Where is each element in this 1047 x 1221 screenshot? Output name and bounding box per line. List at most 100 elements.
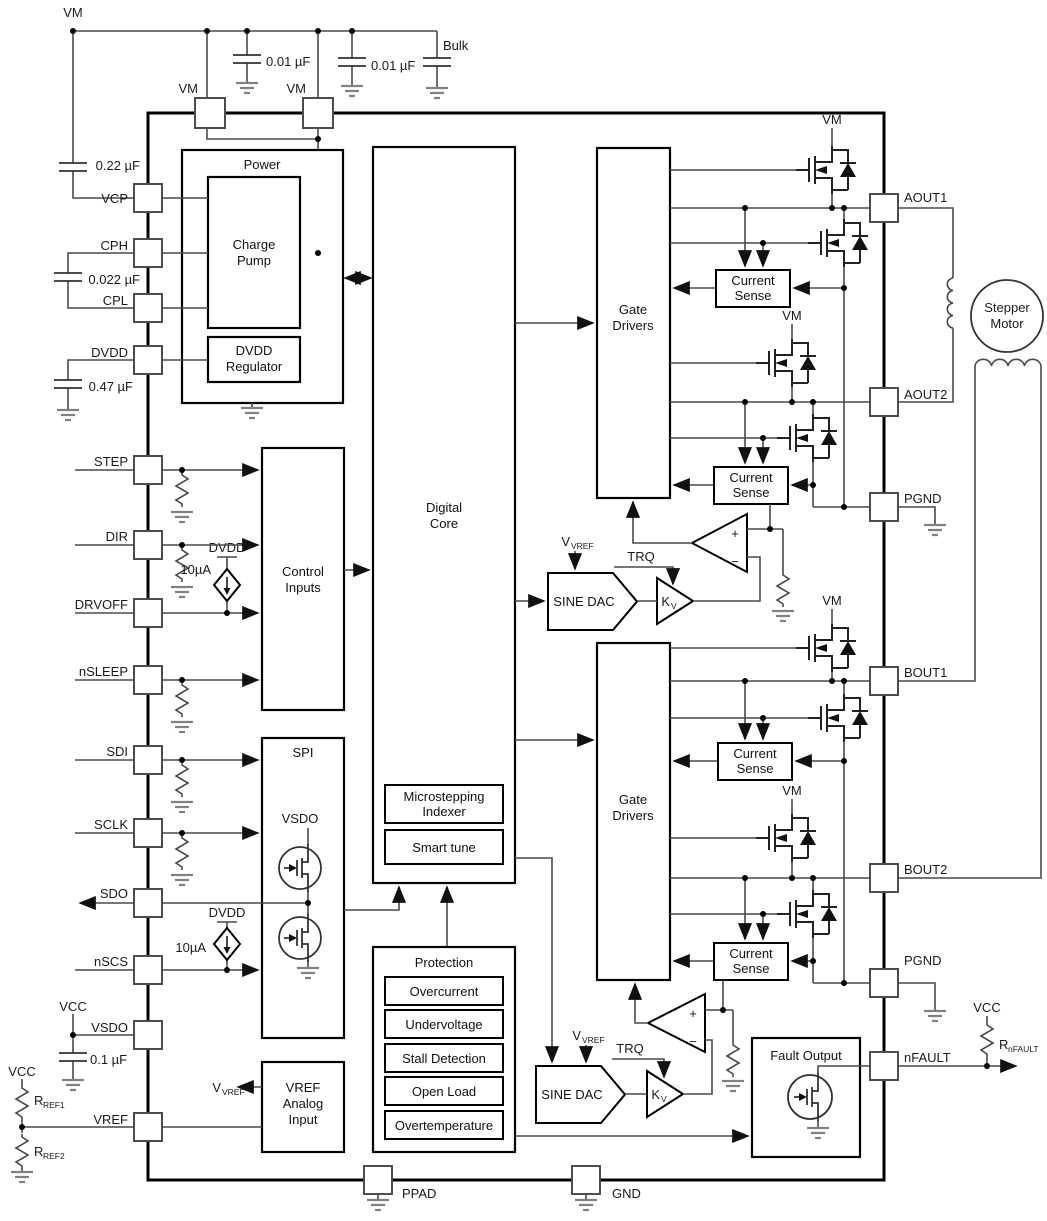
open-load-label: Open Load: [412, 1084, 476, 1099]
pin-nscs: [133, 955, 163, 985]
pin-sclk: [133, 818, 163, 848]
fault-output-title: Fault Output: [770, 1048, 842, 1063]
regulation-chain-b: + − SINE DAC V VREF TRQ K V: [535, 980, 746, 1124]
bias-source-nscs: DVDD 10µA: [175, 905, 245, 970]
cs-a2-l1: Current: [729, 470, 773, 485]
fet-b-low2-icon: [776, 889, 838, 939]
block-smart-tune: [384, 829, 504, 865]
pin-label-dvdd: DVDD: [91, 345, 128, 360]
chip-boundary: [146, 111, 886, 1182]
cs-b1-l1: Current: [733, 746, 777, 761]
block-current-sense-a2: [713, 466, 789, 505]
digital-core-l1: Digital: [426, 500, 462, 515]
ground-icon: [424, 86, 450, 100]
pin-ppad: [363, 1165, 393, 1195]
vcc-label-nfault: VCC: [973, 1000, 1000, 1015]
sine-dac-a-label: SINE DAC: [553, 594, 614, 609]
resistor-rnfault: [980, 1021, 994, 1058]
pin-bout2: [869, 863, 899, 893]
fault-fet-icon: [787, 1074, 833, 1120]
pin-label-nfault: nFAULT: [904, 1050, 951, 1065]
block-stall-detection: [384, 1043, 504, 1073]
right-grounds: [898, 506, 948, 1023]
cs-b2-l1: Current: [729, 946, 773, 961]
comp-a-minus: −: [731, 554, 739, 569]
pin-label-sdo: SDO: [100, 886, 128, 901]
capacitor-047uf: [53, 379, 83, 389]
winding-b-coil-icon: [974, 358, 1042, 367]
block-gate-drivers-a: [595, 146, 672, 500]
resistor-rref1: [15, 1084, 29, 1121]
comp-a-plus: +: [731, 526, 739, 541]
dvdd-reg-l1: DVDD: [236, 343, 273, 358]
fet-b-low1-icon: [807, 693, 869, 743]
half-bridge-a: VM VM: [670, 112, 870, 508]
pin-label-cpl: CPL: [103, 293, 128, 308]
pin-label-dir: DIR: [106, 529, 128, 544]
block-digital-core: [371, 145, 517, 885]
capacitor-bulk: [422, 57, 452, 67]
pin-cpl: [133, 293, 163, 323]
ground-icon: [922, 523, 948, 537]
block-power-title: Power: [244, 157, 282, 172]
pin-bout1: [869, 666, 899, 696]
ground-icon: [339, 84, 365, 98]
pin-nfault: [869, 1051, 899, 1081]
undervoltage-label: Undervoltage: [405, 1017, 482, 1032]
overcurrent-label: Overcurrent: [410, 984, 479, 999]
rref2-label-base: R: [34, 1144, 43, 1159]
capacitor-022uf: [58, 162, 88, 172]
protection-title: Protection: [415, 955, 474, 970]
cap-01-label: 0.1 µF: [90, 1052, 127, 1067]
block-overcurrent: [384, 976, 504, 1006]
vsdo-internal-label: VSDO: [282, 811, 319, 826]
cap-022-label: 0.22 µF: [96, 158, 140, 173]
sine-dac-b-icon: [535, 1065, 627, 1124]
block-current-sense-a1: [715, 269, 791, 308]
pin-label-bout1: BOUT1: [904, 665, 947, 680]
control-inputs-l1: Control: [282, 564, 324, 579]
cap-001-label-2: 0.01 µF: [371, 58, 415, 73]
fet-b-high2-icon: [755, 813, 817, 863]
capacitor-0022uf: [53, 272, 83, 282]
digital-core-l2: Core: [430, 516, 458, 531]
stepper-motor-icon: [970, 279, 1044, 353]
pin-label-pgnd-b: PGND: [904, 953, 942, 968]
pin-label-vm-2: VM: [287, 81, 307, 96]
smart-tune-label: Smart tune: [412, 840, 476, 855]
vref-block-l2: Analog: [283, 1096, 323, 1111]
charge-pump-l2: Pump: [237, 253, 271, 268]
pin-label-vsdo: VSDO: [91, 1020, 128, 1035]
overtemperature-label: Overtemperature: [395, 1118, 493, 1133]
junction-dots: [19, 28, 990, 1130]
vcc-label-vref: VCC: [8, 1064, 35, 1079]
kv-b-base: K: [651, 1087, 660, 1102]
pin-vref: [133, 1112, 163, 1142]
input-arrows: [162, 462, 308, 978]
block-undervoltage: [384, 1009, 504, 1039]
kv-b-sub: V: [661, 1094, 667, 1104]
gate-drivers-a-l2: Drivers: [612, 318, 654, 333]
pin-vm-2: [302, 97, 334, 129]
comparator-a-icon: [689, 512, 748, 574]
resistor-rref2: [15, 1133, 29, 1170]
ground-icon: [365, 1198, 391, 1212]
fet-a-high2-icon: [755, 338, 817, 388]
rref2-label-sub: REF2: [43, 1151, 65, 1161]
pin-vsdo: [133, 1020, 163, 1050]
dvdd-rail-label-1: DVDD: [209, 540, 246, 555]
pin-aout2: [869, 387, 899, 417]
fet-a-low1-icon: [807, 218, 869, 268]
control-inputs-l2: Inputs: [285, 580, 321, 595]
pin-sdi: [133, 745, 163, 775]
digital-core-arrows: [344, 315, 595, 1064]
regulation-chain-a: + − SINE DAC V VREF TRQ K V: [547, 500, 796, 631]
vvref-out-base: V: [212, 1080, 221, 1095]
block-control-inputs: [260, 446, 346, 712]
cap-001-label-1: 0.01 µF: [266, 54, 310, 69]
right-pin-labels: AOUT1 AOUT2 PGND BOUT1 BOUT2 PGND nFAULT: [904, 190, 951, 1065]
pin-label-nsleep: nSLEEP: [79, 664, 128, 679]
rref1-label-base: R: [34, 1093, 43, 1108]
